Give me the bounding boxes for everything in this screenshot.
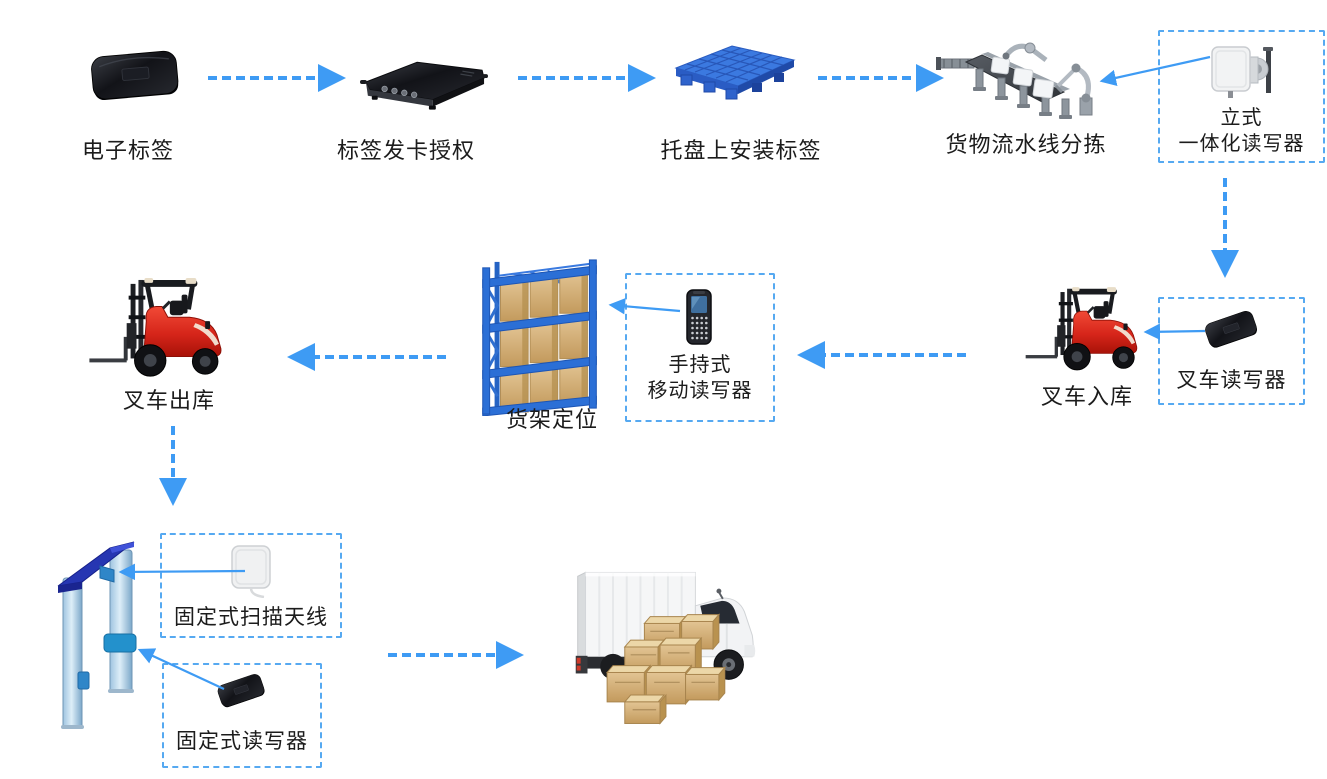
arrowhead-gate-to-truck xyxy=(496,641,524,669)
forklift-reader-box: 叉车读写器 xyxy=(1158,297,1305,405)
arrowhead-shelf-to-forklift-out xyxy=(287,343,315,371)
conveyor-sorting-label: 货物流水线分拣 xyxy=(945,132,1107,157)
vertical-reader-label: 立式 一体化读写器 xyxy=(1178,107,1305,155)
fixed-antenna-box: 固定式扫描天线 xyxy=(160,533,342,638)
forklift-outbound-label: 叉车出库 xyxy=(122,388,216,413)
arrowhead-forklift-in-to-handheld xyxy=(797,341,825,369)
forklift-inbound-icon xyxy=(1024,281,1150,381)
fixed-reader-tag-icon xyxy=(210,669,274,723)
tag-issuing-reader-icon xyxy=(360,52,488,112)
conveyor-sorting-icon xyxy=(936,36,1106,124)
arrowhead-vreader-to-forklift-reader xyxy=(1211,250,1239,278)
fixed-antenna-label: 固定式扫描天线 xyxy=(174,606,328,629)
delivery-truck-icon xyxy=(562,562,766,730)
fixed-antenna-icon xyxy=(227,544,275,598)
vertical-reader-box: 立式 一体化读写器 xyxy=(1158,30,1325,163)
arrowhead-forklift-out-to-gate xyxy=(159,478,187,506)
fixed-reader-box: 固定式读写器 xyxy=(162,663,322,768)
fixed-reader-label: 固定式读写器 xyxy=(176,730,308,753)
shelf-positioning-label: 货架定位 xyxy=(505,407,599,432)
handheld-reader-icon xyxy=(680,287,720,345)
gate-portal-icon xyxy=(50,526,148,732)
shelf-rack-icon xyxy=(478,254,606,416)
forklift-reader-tag-icon xyxy=(1196,305,1267,365)
pallet-tagging-label: 托盘上安装标签 xyxy=(660,138,822,163)
forklift-reader-label: 叉车读写器 xyxy=(1176,369,1287,392)
arrowhead-issuer-to-pallet xyxy=(628,64,656,92)
tag-issuing-label: 标签发卡授权 xyxy=(336,138,476,163)
handheld-reader-box: 手持式 移动读写器 xyxy=(625,273,775,422)
vertical-reader-icon xyxy=(1206,43,1278,99)
rfid-tag-icon xyxy=(80,46,188,108)
electronic-tag-label: 电子标签 xyxy=(81,138,175,163)
forklift-inbound-label: 叉车入库 xyxy=(1040,384,1134,409)
forklift-outbound-icon xyxy=(86,278,238,382)
blue-pallet-icon xyxy=(668,40,802,114)
arrowhead-tag-to-issuer xyxy=(318,64,346,92)
handheld-reader-label: 手持式 移动读写器 xyxy=(647,354,753,402)
